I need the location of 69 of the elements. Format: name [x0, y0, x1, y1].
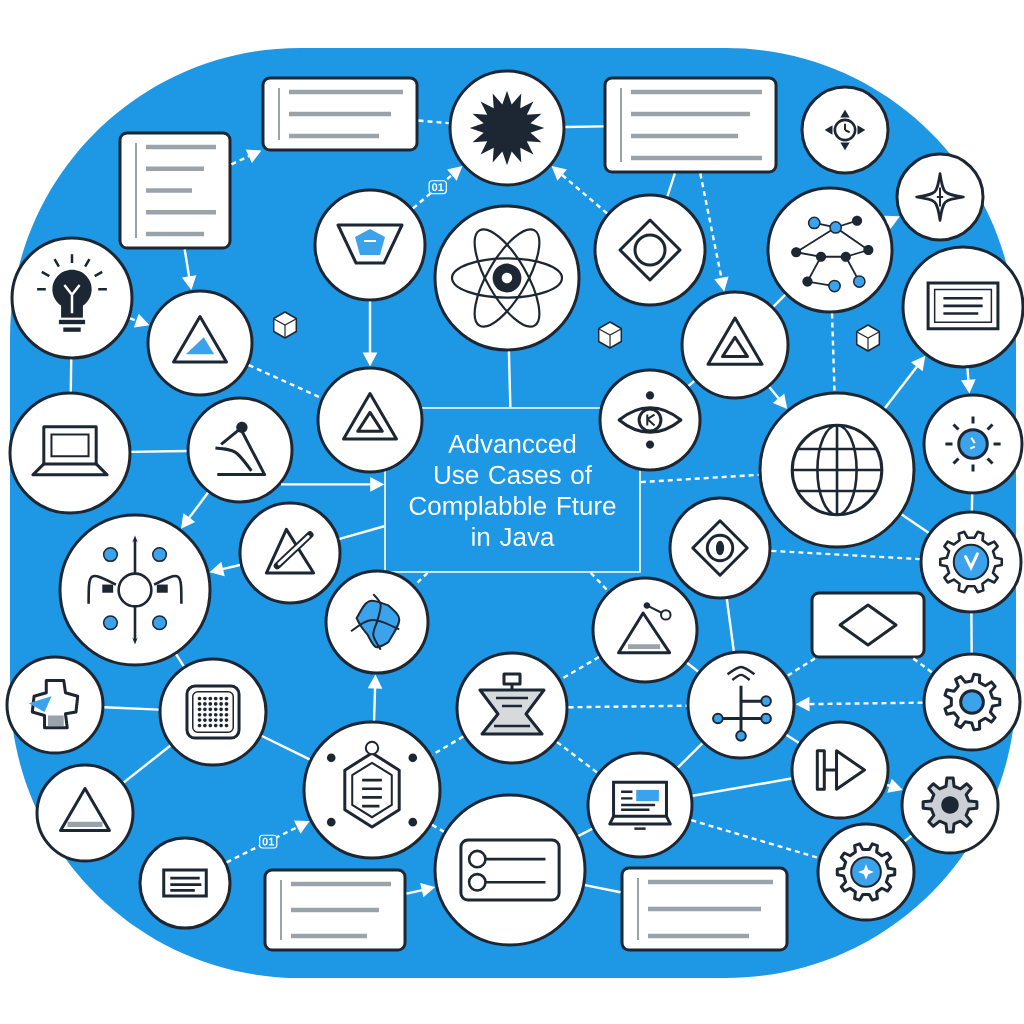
- connector-line: [912, 657, 933, 674]
- icon-circle: [766, 186, 894, 314]
- icon-circle: [922, 652, 1022, 752]
- icon-circle: [8, 391, 132, 515]
- icon-circle: [758, 391, 916, 549]
- connector-line: [785, 733, 800, 744]
- connector-line: [686, 662, 699, 673]
- icon-circle: [598, 368, 702, 472]
- icon-circle: [901, 245, 1024, 369]
- connector-line: [903, 834, 913, 843]
- edge-label: 01: [428, 180, 447, 195]
- edge-label: 01: [259, 834, 278, 849]
- icon-circle: [790, 720, 890, 820]
- connector-line: [123, 744, 171, 784]
- connector-line: [418, 119, 449, 125]
- connector-line: [431, 823, 445, 833]
- connector-line: [577, 827, 593, 837]
- connector-line: [560, 656, 600, 681]
- icon-circle: [146, 289, 254, 397]
- connector-line: [556, 741, 599, 774]
- icon-circle: [686, 650, 796, 760]
- connector-line: [568, 704, 687, 709]
- connector-line: [830, 313, 836, 392]
- connector-line: [970, 613, 973, 653]
- connector-line: [666, 173, 676, 197]
- connector-line: [640, 473, 759, 484]
- connector-line: [175, 653, 185, 667]
- connector-line: [261, 734, 311, 761]
- icon-circle: [138, 836, 232, 930]
- icon-circle: [591, 576, 699, 684]
- connector-line: [692, 777, 792, 797]
- connector-line: [339, 525, 385, 541]
- connector-line: [687, 380, 695, 387]
- icon-circle: [158, 657, 268, 767]
- connector-line: [725, 598, 735, 652]
- connector-line: [677, 742, 704, 769]
- icon-circle: [593, 193, 707, 307]
- icon-circle: [302, 720, 442, 860]
- icon-circle: [433, 204, 581, 352]
- connector-line: [970, 494, 974, 511]
- connector-line: [431, 735, 464, 756]
- connector-line: [69, 359, 73, 392]
- icon-circle: [58, 513, 212, 667]
- icon-circle: [316, 366, 424, 474]
- connector-line: [507, 351, 512, 408]
- icon-circle: [238, 501, 342, 605]
- connector-line: [786, 657, 816, 677]
- connector-line: [771, 549, 920, 561]
- connector-line: [772, 294, 786, 308]
- icon-circle: [922, 393, 1024, 495]
- connector-line: [584, 883, 621, 894]
- card: [810, 591, 926, 659]
- card: [263, 868, 407, 952]
- icon-circle: [800, 85, 890, 175]
- icon-circle: [668, 496, 772, 600]
- connector-line: [901, 513, 930, 534]
- connector-line: [565, 125, 604, 129]
- icon-circle: [586, 751, 694, 859]
- connector-line: [104, 706, 159, 711]
- connector-line: [131, 449, 187, 454]
- connector-line: [690, 819, 819, 860]
- icon-circle: [433, 793, 587, 947]
- icon-circle: [680, 290, 790, 400]
- icon-circle: [313, 188, 427, 302]
- connector-line: [248, 364, 322, 400]
- icon-circle: [895, 152, 985, 242]
- icon-circle: [35, 763, 135, 863]
- connector-line: [589, 572, 610, 592]
- icon-circle: [186, 396, 294, 504]
